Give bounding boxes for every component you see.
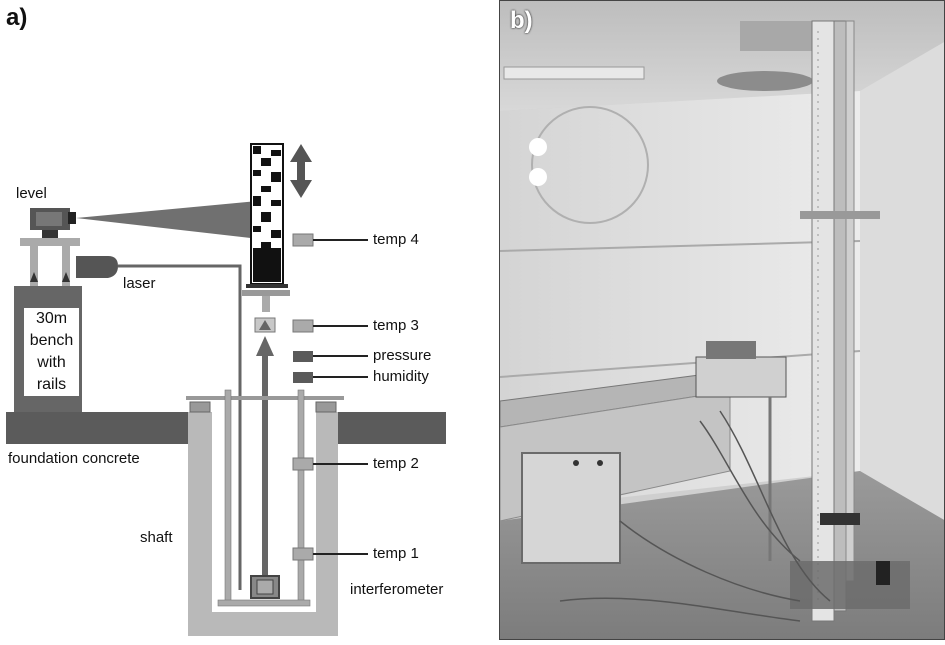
diagram-panel-a: a): [6, 4, 446, 636]
instrument-table: [695, 356, 787, 398]
sensor-temp4: [292, 233, 314, 247]
staff-base: [246, 284, 288, 288]
label-pressure: pressure: [373, 347, 432, 364]
sensor-temp3: [292, 319, 314, 333]
frame-post-left: [224, 389, 232, 605]
panel-a-label: a): [6, 4, 28, 31]
level-body-inner: [36, 212, 62, 226]
arrow-up-right: [62, 272, 70, 282]
ceiling-light: [503, 66, 645, 80]
staff-plate: [242, 290, 290, 296]
label-shaft: shaft: [140, 529, 173, 546]
label-humidity: humidity: [373, 368, 429, 385]
air-vent: [717, 71, 813, 91]
level-base: [42, 228, 58, 238]
cabinet: [521, 452, 621, 564]
staff-pattern: [253, 146, 281, 282]
bench-leg-right: [62, 246, 70, 286]
reflector-prism: [259, 320, 271, 330]
wall-circle: [531, 106, 649, 224]
laser-beam: [118, 264, 242, 590]
shaft-cover-left: [189, 401, 211, 413]
label-interferometer: interferometer: [350, 581, 444, 598]
tower-column: [811, 20, 835, 622]
tower-base: [790, 561, 910, 609]
shaft-top-bar: [186, 396, 344, 400]
right-wall: [860, 42, 944, 520]
wall-light-1: [529, 138, 547, 156]
ceiling-hatch: [740, 21, 820, 51]
label-temp2: temp 2: [373, 455, 419, 472]
bench-top-bar: [20, 238, 80, 246]
label-bench: 30m bench with rails: [24, 308, 79, 396]
label-temp1: temp 1: [373, 545, 419, 562]
tower-clamp-lower: [820, 513, 860, 525]
cables: [559, 410, 831, 622]
schematic-svg: [6, 143, 446, 636]
staff-post: [262, 296, 270, 312]
shaft-walls: [188, 412, 338, 636]
label-level: level: [16, 185, 47, 202]
double-arrow-icon: [290, 144, 312, 198]
bench-leg-left: [30, 246, 38, 286]
label-laser: laser: [123, 275, 156, 292]
foundation-slab-right: [338, 412, 446, 444]
sensor-temp2: [292, 457, 314, 471]
arrow-up-left: [30, 272, 38, 282]
sensor-temp1: [292, 547, 314, 561]
laser-body: [76, 256, 118, 278]
frame-post-right: [297, 389, 305, 605]
tower-clamp-upper: [800, 211, 880, 219]
sensor-pressure: [293, 351, 313, 362]
frame-bottom: [217, 599, 311, 607]
label-temp4: temp 4: [373, 231, 419, 248]
sensor-humidity: [293, 372, 313, 383]
foundation-slab-left: [6, 412, 190, 444]
shaft-cover-right: [315, 401, 337, 413]
interferometer-beam: [262, 352, 268, 578]
interferometer-arrow-head: [256, 336, 274, 356]
photo-panel-b: b): [499, 0, 945, 640]
label-temp3: temp 3: [373, 317, 419, 334]
instrument-box: [706, 341, 756, 359]
wall-light-2: [529, 168, 547, 186]
panel-b-label: b): [510, 7, 533, 34]
lab-photo: [500, 1, 944, 639]
sight-cone: [76, 200, 268, 240]
level-lens: [68, 212, 76, 224]
label-foundation: foundation concrete: [8, 450, 140, 467]
